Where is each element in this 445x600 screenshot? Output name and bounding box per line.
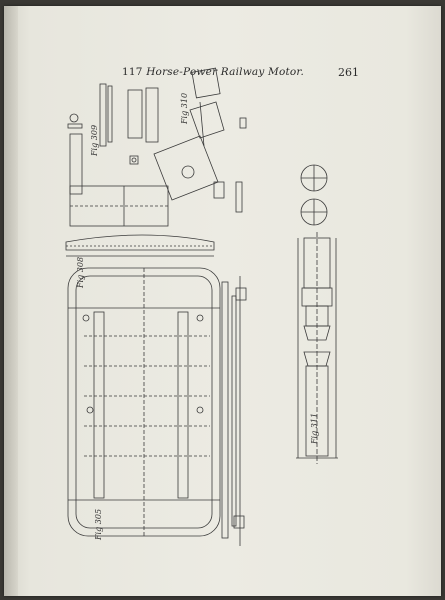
- fig-311-drawing: [296, 164, 338, 464]
- header-number: 117: [122, 66, 143, 78]
- fig-311-label: Fig 311: [310, 412, 319, 444]
- fig-305-label: Fig 305: [94, 508, 103, 540]
- fig-310-drawing: [153, 67, 247, 213]
- page-header: 117 Horse-Power Railway Motor.: [122, 66, 304, 78]
- page-gutter: [4, 6, 18, 596]
- page-number: 261: [338, 66, 359, 79]
- technical-drawings: [65, 67, 338, 546]
- header-title: Horse-Power Railway Motor.: [146, 66, 305, 78]
- fig-305-drawing: [67, 267, 247, 546]
- fig-309-drawing: [67, 83, 169, 227]
- fig-309-label: Fig 309: [90, 124, 99, 156]
- book-page: 117 Horse-Power Railway Motor. 261: [4, 6, 441, 596]
- fig-308-label: Fig 308: [76, 256, 85, 288]
- fig-308-drawing: [65, 234, 215, 257]
- fig-310-label: Fig 310: [180, 92, 189, 124]
